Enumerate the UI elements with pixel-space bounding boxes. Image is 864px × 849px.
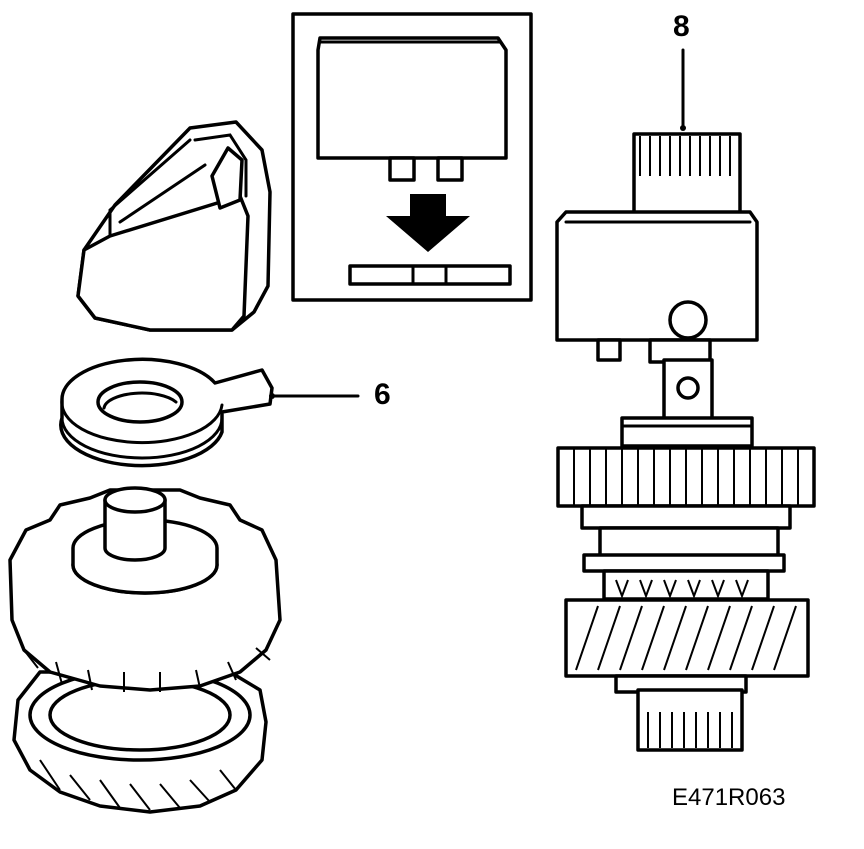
- gear-stack-part: [8, 486, 282, 814]
- down-arrow-icon: [386, 194, 470, 252]
- callout-label-6: 6: [374, 378, 391, 411]
- instruction-inset: [291, 12, 533, 302]
- washer-part: [59, 357, 360, 468]
- figure-reference-code: E471R063: [672, 784, 786, 811]
- callout-label-8: 8: [673, 10, 690, 43]
- shaft-assembly-part: [555, 48, 816, 752]
- selector-cover-part: [76, 120, 272, 332]
